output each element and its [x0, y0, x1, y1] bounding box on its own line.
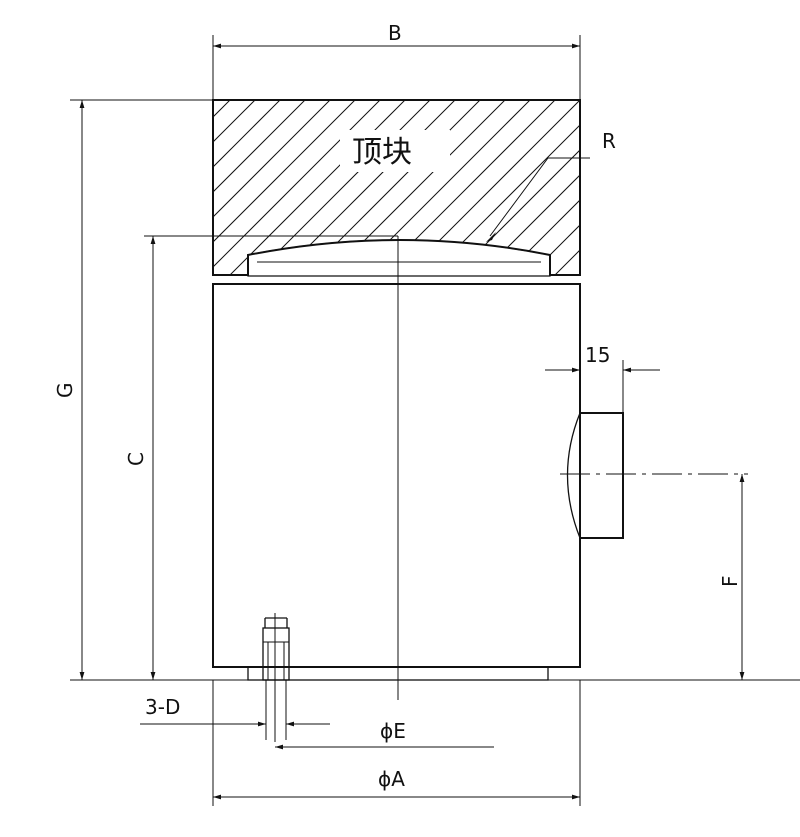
dimension-3-D: 3-D [140, 695, 330, 727]
dimension-G-label: G [53, 383, 77, 399]
cell-body [212, 283, 581, 668]
dimension-15-label: 15 [585, 343, 610, 367]
dimension-15: 15 [545, 343, 660, 413]
dimension-G: G [53, 99, 800, 681]
dimension-E-label: ϕE [380, 719, 406, 743]
dimension-B-label: B [388, 21, 402, 45]
dimension-F-label: F [718, 575, 742, 587]
dimension-3-D-label: 3-D [145, 695, 180, 719]
dimension-A-label: ϕA [378, 767, 405, 791]
dimension-E: ϕE [275, 719, 494, 750]
dimension-C-label: C [124, 452, 148, 466]
dimension-B: B [212, 21, 581, 100]
side-connector [560, 412, 748, 539]
dimension-A: ϕA [212, 680, 581, 806]
dimension-C: C [124, 235, 398, 680]
dimension-F: F [718, 474, 745, 680]
mounting-bolt [262, 613, 290, 742]
radius-R-label: R [602, 129, 616, 153]
radius-R: R [486, 129, 616, 242]
load-button [247, 239, 551, 277]
top-block: 顶块 [212, 99, 581, 276]
top-block-label: 顶块 [352, 135, 412, 170]
